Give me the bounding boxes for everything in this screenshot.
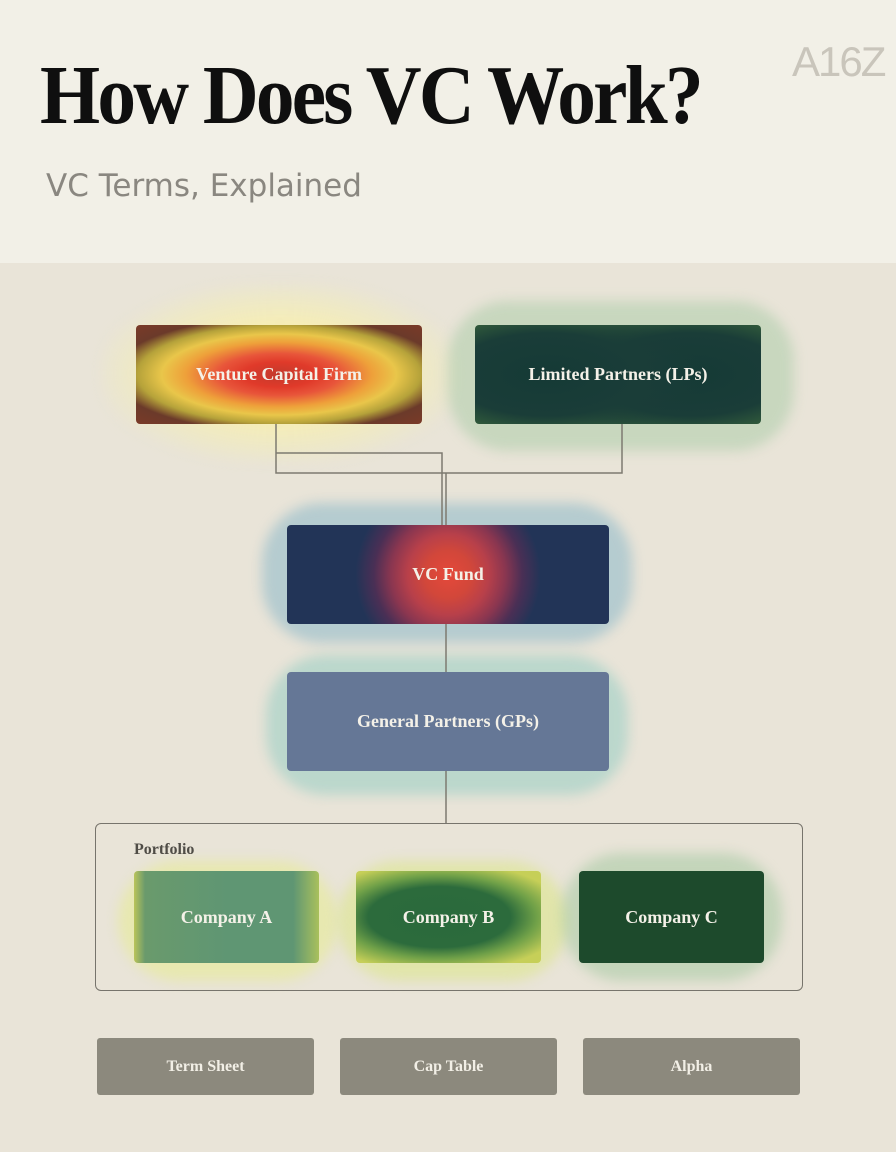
company-a-node[interactable]: Company A: [134, 871, 319, 963]
venture-capital-firm-node[interactable]: Venture Capital Firm: [136, 325, 422, 424]
vc-fund-node[interactable]: VC Fund: [287, 525, 609, 624]
brand-logo: A16Z: [792, 38, 886, 85]
general-partners-node[interactable]: General Partners (GPs): [287, 672, 609, 771]
company-a-label: Company A: [180, 906, 273, 927]
cap-table-chip[interactable]: Cap Table: [340, 1038, 557, 1095]
term-sheet-chip[interactable]: Term Sheet: [97, 1038, 314, 1095]
vc-fund-label: VC Fund: [412, 564, 484, 584]
alpha-chip[interactable]: Alpha: [583, 1038, 800, 1095]
page-subtitle: VC Terms, Explained: [46, 168, 362, 204]
limited-partners-label: Limited Partners (LPs): [528, 364, 708, 384]
header: How Does VC Work? VC Terms, Explained A1…: [0, 0, 896, 263]
company-b-label: Company B: [402, 906, 495, 927]
cap-table-label: Cap Table: [413, 1057, 484, 1075]
alpha-label: Alpha: [670, 1057, 713, 1075]
connector-lines: [275, 423, 623, 823]
page-title: How Does VC Work?: [40, 49, 704, 142]
connector-firm-lps: [275, 423, 623, 474]
portfolio-container: [95, 823, 803, 991]
portfolio-label: Portfolio: [134, 841, 195, 858]
term-sheet-label: Term Sheet: [166, 1057, 245, 1075]
diagram: Venture Capital Firm Limited Partners (L…: [0, 263, 896, 1152]
general-partners-label: General Partners (GPs): [357, 711, 539, 731]
company-b-node[interactable]: Company B: [356, 871, 541, 963]
company-c-node[interactable]: Company C: [579, 871, 764, 963]
limited-partners-node[interactable]: Limited Partners (LPs): [475, 325, 761, 424]
venture-capital-firm-label: Venture Capital Firm: [196, 364, 362, 384]
connector-firm-fund: [276, 452, 443, 525]
company-c-label: Company C: [625, 906, 718, 927]
